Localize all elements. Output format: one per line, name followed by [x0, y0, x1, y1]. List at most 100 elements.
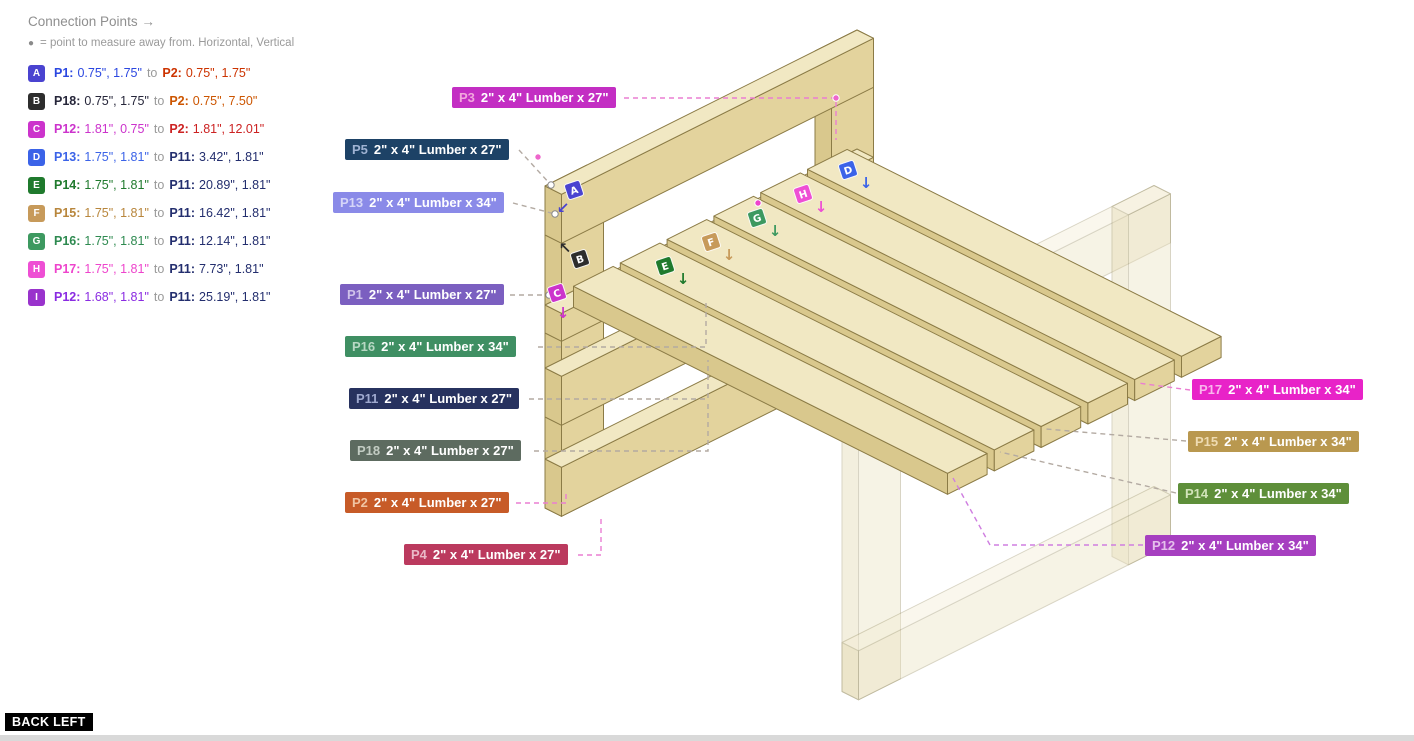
to-values: 0.75", 7.50": [192, 94, 258, 108]
leader-line-p12: [952, 477, 1143, 546]
part-label-p1[interactable]: P1 2" x 4" Lumber x 27": [340, 284, 504, 305]
from-part: P16:: [54, 234, 81, 248]
connection-letter-badge: H: [28, 260, 45, 278]
part-label-p18[interactable]: P18 2" x 4" Lumber x 27": [350, 440, 521, 461]
connection-letter-badge: I: [28, 288, 45, 306]
leader-line-p16: [538, 302, 707, 348]
to-values: 1.81", 12.01": [192, 122, 265, 136]
part-number: P1: [347, 287, 363, 302]
connection-marker-d: D: [838, 160, 858, 180]
part-label-p2[interactable]: P2 2" x 4" Lumber x 27": [345, 492, 509, 513]
part-spec: 2" x 4" Lumber x 34": [1214, 486, 1342, 501]
connection-marker-f: F: [701, 232, 721, 252]
marker-arrow-icon: ↓: [557, 304, 570, 322]
connection-point-row-h: H P17: 1.75", 1.81" to P11: 7.73", 1.81": [28, 255, 294, 283]
connection-letter-badge: A: [28, 64, 45, 82]
part-spec: 2" x 4" Lumber x 34": [381, 339, 509, 354]
part-number: P18: [357, 443, 381, 458]
marker-arrow-icon: ↓: [815, 198, 828, 216]
part-number: P11: [356, 391, 379, 406]
to-word: to: [153, 206, 165, 220]
svg-text:G: G: [752, 213, 763, 226]
connection-point-row-i: I P12: 1.68", 1.81" to P11: 25.19", 1.81…: [28, 283, 294, 311]
from-values: 1.75", 1.81": [84, 262, 149, 276]
leader-line-p4: [578, 516, 602, 556]
connection-marker-c: C: [547, 283, 567, 303]
svg-text:H: H: [798, 189, 809, 202]
part-label-p15[interactable]: P15 2" x 4" Lumber x 34": [1188, 431, 1359, 452]
from-values: 1.68", 1.81": [84, 290, 149, 304]
from-values: 1.81", 0.75": [84, 122, 149, 136]
connection-letter-badge: B: [28, 92, 45, 110]
marker-arrow-icon: ↙: [557, 199, 570, 217]
from-part: P1:: [54, 66, 74, 80]
part-number: P15: [1195, 434, 1219, 449]
to-part: P2:: [169, 122, 189, 136]
part-spec: 2" x 4" Lumber x 27": [480, 90, 609, 105]
connection-letter-badge: G: [28, 232, 45, 250]
to-part: P2:: [162, 66, 182, 80]
part-label-p14[interactable]: P14 2" x 4" Lumber x 34": [1178, 483, 1349, 504]
measure-dot: [551, 210, 559, 218]
part-label-p4[interactable]: P4 2" x 4" Lumber x 27": [404, 544, 568, 565]
from-values: 1.75", 1.81": [84, 206, 149, 220]
part-number: P13: [340, 195, 364, 210]
part-number: P16: [352, 339, 376, 354]
connection-point-row-c: C P12: 1.81", 0.75" to P2: 1.81", 12.01": [28, 115, 294, 143]
to-values: 12.14", 1.81": [199, 234, 271, 248]
marker-arrow-icon: ↓: [769, 222, 782, 240]
connection-point-list: A P1: 0.75", 1.75" to P2: 0.75", 1.75" B…: [28, 59, 294, 311]
connection-points-panel: Connection Points → ● = point to measure…: [28, 14, 294, 311]
part-label-p3[interactable]: P3 2" x 4" Lumber x 27": [452, 87, 616, 108]
to-values: 25.19", 1.81": [199, 290, 271, 304]
part-spec: 2" x 4" Lumber x 27": [386, 443, 514, 458]
part-spec: 2" x 4" Lumber x 27": [368, 287, 497, 302]
from-values: 1.75", 1.81": [84, 150, 149, 164]
part-label-p17[interactable]: P17 2" x 4" Lumber x 34": [1192, 379, 1363, 400]
leader-line-p18: [534, 402, 709, 452]
to-values: 16.42", 1.81": [199, 206, 271, 220]
measure-dot: [534, 153, 542, 161]
view-label[interactable]: BACK LEFT: [5, 713, 93, 731]
part-spec: 2" x 4" Lumber x 27": [373, 495, 502, 510]
connection-marker-b: B: [570, 249, 590, 269]
part-number: P2: [352, 495, 368, 510]
to-part: P11:: [169, 150, 196, 164]
to-word: to: [153, 122, 165, 136]
part-label-p11[interactable]: P11 2" x 4" Lumber x 27": [349, 388, 520, 409]
svg-text:C: C: [552, 288, 562, 301]
connection-point-row-a: A P1: 0.75", 1.75" to P2: 0.75", 1.75": [28, 59, 294, 87]
board-slat-p12[interactable]: [573, 265, 988, 495]
part-label-p5[interactable]: P5 2" x 4" Lumber x 27": [345, 139, 509, 160]
to-part: P11:: [169, 206, 196, 220]
connection-marker-h: H: [793, 184, 813, 204]
to-word: to: [153, 150, 165, 164]
connection-marker-g: G: [747, 208, 767, 228]
from-part: P12:: [54, 290, 81, 304]
part-spec: 2" x 4" Lumber x 34": [1224, 434, 1352, 449]
to-part: P11:: [169, 290, 196, 304]
from-part: P14:: [54, 178, 81, 192]
measure-dot: [832, 94, 840, 102]
measure-dot: [547, 181, 555, 189]
connection-point-row-f: F P15: 1.75", 1.81" to P11: 16.42", 1.81…: [28, 199, 294, 227]
to-word: to: [153, 178, 165, 192]
bottom-strip: [0, 735, 1414, 741]
svg-text:A: A: [569, 185, 580, 198]
part-label-p13[interactable]: P13 2" x 4" Lumber x 34": [333, 192, 504, 213]
connection-letter-badge: F: [28, 204, 45, 222]
from-values: 1.75", 1.81": [84, 234, 149, 248]
part-number: P5: [352, 142, 368, 157]
svg-text:E: E: [660, 261, 670, 274]
connection-point-row-g: G P16: 1.75", 1.81" to P11: 12.14", 1.81…: [28, 227, 294, 255]
part-number: P14: [1185, 486, 1209, 501]
part-label-p16[interactable]: P16 2" x 4" Lumber x 34": [345, 336, 516, 357]
marker-arrow-icon: ↖: [559, 239, 572, 257]
part-label-p12[interactable]: P12 2" x 4" Lumber x 34": [1145, 535, 1316, 556]
connection-point-row-b: B P18: 0.75", 1.75" to P2: 0.75", 7.50": [28, 87, 294, 115]
leader-line-p15: [1045, 428, 1187, 442]
part-spec: 2" x 4" Lumber x 27": [384, 391, 513, 406]
to-word: to: [153, 94, 165, 108]
leader-line-p5: [518, 149, 552, 186]
leader-line-p14: [999, 451, 1177, 494]
